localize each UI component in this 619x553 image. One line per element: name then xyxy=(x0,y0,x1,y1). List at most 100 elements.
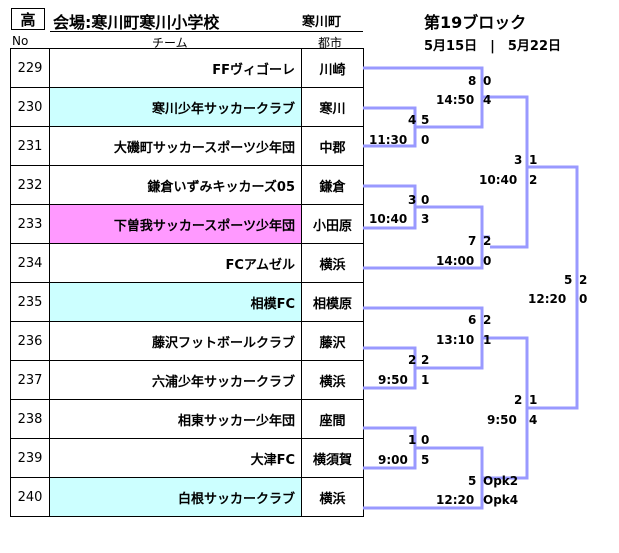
r2-a-score-bottom: 0 xyxy=(483,74,492,88)
team-city: 横須賀 xyxy=(301,438,364,478)
r2-c-pk: 1 xyxy=(483,333,492,347)
team-city: 藤沢 xyxy=(301,321,364,361)
bracket-semi-b xyxy=(490,336,540,480)
semi-b-time: 9:50 xyxy=(487,413,517,427)
r1-a-score-bottom: 5 xyxy=(421,113,430,127)
division-badge: 高 xyxy=(11,8,45,30)
semi-b-score-top: 2 xyxy=(514,393,523,407)
r2-c-score-bottom: 2 xyxy=(483,313,492,327)
final-score-bottom: 2 xyxy=(579,273,588,287)
r2-b-score-top: 7 xyxy=(468,234,477,248)
bracket-r2-c xyxy=(363,306,490,370)
semi-b-pk: 4 xyxy=(529,413,538,427)
column-header-city: 都市 xyxy=(318,36,343,50)
r1-c-pk: 1 xyxy=(421,373,430,387)
block-title: 第19ブロック xyxy=(424,13,527,32)
team-number: 238 xyxy=(10,399,50,439)
team-city: 横浜 xyxy=(301,360,364,400)
r1-a-time: 11:30 xyxy=(369,133,408,147)
final-time: 12:20 xyxy=(528,292,567,306)
team-city: 小田原 xyxy=(301,204,364,244)
r2-b-pk: 0 xyxy=(483,254,492,268)
r2-d-score-bottom: Opk2 xyxy=(483,474,519,488)
team-name: FFヴィゴーレ xyxy=(49,48,302,88)
bracket-final xyxy=(540,165,579,410)
team-name: 六浦少年サッカークラブ xyxy=(49,360,302,400)
r2-b-time: 14:00 xyxy=(436,254,475,268)
r2-c-time: 13:10 xyxy=(436,333,475,347)
match-dates: 5月15日 | 5月22日 xyxy=(424,39,562,54)
team-city: 横浜 xyxy=(301,477,364,517)
team-number: 239 xyxy=(10,438,50,478)
semi-a-pk: 2 xyxy=(529,173,538,187)
final-score-top: 5 xyxy=(564,273,573,287)
r2-c-score-top: 6 xyxy=(468,313,477,327)
team-city: 川崎 xyxy=(301,48,364,88)
r1-d-score-bottom: 0 xyxy=(421,433,430,447)
r1-d-score-top: 1 xyxy=(408,433,417,447)
column-header-no: No xyxy=(12,34,29,48)
r1-d-pk: 5 xyxy=(421,453,430,467)
r1-c-time: 9:50 xyxy=(378,373,408,387)
team-number: 230 xyxy=(10,87,50,127)
bracket-r1-a xyxy=(363,106,430,148)
r1-d-time: 9:00 xyxy=(378,453,408,467)
r2-a-pk: 4 xyxy=(483,93,492,107)
r1-a-score-top: 4 xyxy=(408,113,417,127)
venue-title: 会場:寒川町寒川小学校 xyxy=(53,13,220,32)
bracket-r1-b xyxy=(363,184,430,230)
team-name: 鎌倉いずみキッカーズ05 xyxy=(49,165,302,205)
bracket-r2-b xyxy=(363,205,490,270)
semi-a-score-bottom: 1 xyxy=(529,153,538,167)
r1-a-pk: 0 xyxy=(421,133,430,147)
r2-d-pk: Opk4 xyxy=(483,493,519,507)
team-name: 藤沢フットボールクラブ xyxy=(49,321,302,361)
team-city: 中郡 xyxy=(301,126,364,166)
team-name: 白根サッカークラブ xyxy=(49,477,302,517)
final-pk: 0 xyxy=(579,292,588,306)
r1-c-score-top: 2 xyxy=(408,353,417,367)
r2-a-time: 14:50 xyxy=(436,93,475,107)
team-name: 大津FC xyxy=(49,438,302,478)
r2-d-time: 12:20 xyxy=(436,493,475,507)
team-name: 相東サッカー少年団 xyxy=(49,399,302,439)
semi-a-time: 10:40 xyxy=(479,173,518,187)
semi-a-score-top: 3 xyxy=(514,153,523,167)
bracket-semi-a xyxy=(490,95,540,249)
team-number: 231 xyxy=(10,126,50,166)
team-city: 座間 xyxy=(301,399,364,439)
team-city: 鎌倉 xyxy=(301,165,364,205)
bracket-r2-d xyxy=(363,446,490,510)
r2-a-score-top: 8 xyxy=(468,74,477,88)
bracket-r2-a xyxy=(363,66,490,129)
venue-city: 寒川町 xyxy=(302,15,342,30)
team-number: 234 xyxy=(10,243,50,283)
r2-d-score-top: 5 xyxy=(468,474,477,488)
team-name: 下曽我サッカースポーツ少年団 xyxy=(49,204,302,244)
bracket-r1-c xyxy=(363,346,430,390)
team-city: 相模原 xyxy=(301,282,364,322)
team-number: 233 xyxy=(10,204,50,244)
bracket-r1-d xyxy=(363,426,430,470)
column-header-team: チーム xyxy=(152,36,188,50)
r2-b-score-bottom: 2 xyxy=(483,234,492,248)
r1-c-score-bottom: 2 xyxy=(421,353,430,367)
team-name: 大磯町サッカースポーツ少年団 xyxy=(49,126,302,166)
r1-b-score-top: 3 xyxy=(408,193,417,207)
r1-b-time: 10:40 xyxy=(369,212,408,226)
header-underline xyxy=(50,31,363,32)
team-city: 横浜 xyxy=(301,243,364,283)
r1-b-pk: 3 xyxy=(421,212,430,226)
semi-b-score-bottom: 1 xyxy=(529,393,538,407)
